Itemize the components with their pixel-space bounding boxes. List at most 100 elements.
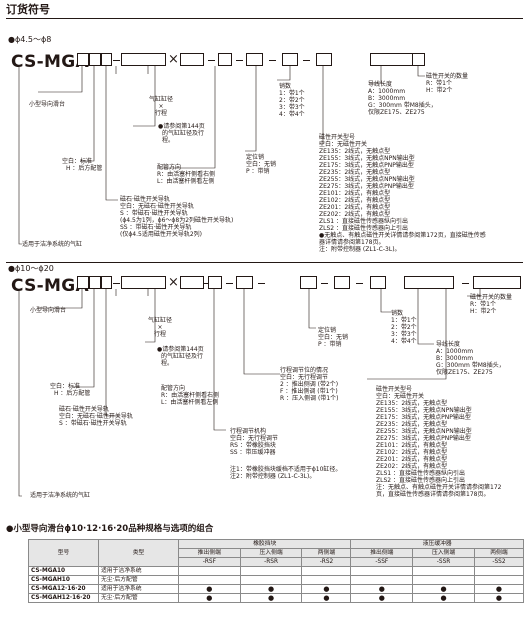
dash xyxy=(113,60,120,62)
dash xyxy=(269,60,276,62)
code-box-pin-2 xyxy=(300,276,317,289)
dash xyxy=(462,283,469,285)
cell-mark: ● xyxy=(178,584,241,594)
table-row: CS-MGAH12·16·20 无尘·后方配管 ● ● ● ● ● ● xyxy=(28,593,525,603)
cell-model: CS-MGAH10 xyxy=(28,575,99,585)
cell-mark xyxy=(350,566,414,576)
clean-label-2: 适用于洁净系统的气缸 xyxy=(30,492,91,499)
cell-mark xyxy=(350,575,414,585)
title-divider xyxy=(6,18,523,20)
dash xyxy=(236,60,243,62)
stroke-note-1: ●请参阅第144页的气缸缸径及行程。 xyxy=(158,123,205,144)
cell-mark xyxy=(178,575,241,585)
dash xyxy=(203,283,210,285)
slide-label-2: 小型导向滑台 xyxy=(30,307,67,314)
code-box-adjust-2 xyxy=(236,276,253,289)
clean-label-1: 适用于洁净系统的气缸 xyxy=(22,241,83,248)
code-box-rail-1 xyxy=(89,53,101,66)
section-divider xyxy=(6,262,523,263)
cell-mark xyxy=(178,566,241,576)
cell-mark: ● xyxy=(473,584,525,594)
cell-mark xyxy=(412,575,475,585)
code-box-blank-1 xyxy=(316,53,332,66)
cell-mark: ● xyxy=(350,593,414,603)
cell-model: CS-MGAH12·16·20 xyxy=(28,593,99,603)
cell-type: 适用于洁净系统 xyxy=(98,566,179,576)
cell-mark: ● xyxy=(412,593,475,603)
cell-mark: ● xyxy=(350,584,414,594)
code-box-port-1 xyxy=(101,53,112,66)
cell-type: 无尘·后方配管 xyxy=(98,593,179,603)
stroke-label-1: 气缸缸径×行程 xyxy=(149,96,174,117)
cell-mark: ● xyxy=(239,593,303,603)
code-box-switch-1 xyxy=(282,53,298,66)
cell-model: CS-MGA10 xyxy=(28,566,99,576)
code-box-blank-2 xyxy=(334,276,350,289)
th-sub: 压入侧端 xyxy=(239,548,303,558)
cell-mark xyxy=(239,575,303,585)
th-code: -SS2 xyxy=(473,557,525,567)
dash xyxy=(113,283,120,285)
option-combination-table: 型号 类型 橡胶挡块 液压缓冲器 推出侧端 压入侧端 两侧端 推出侧端 压入侧端… xyxy=(28,539,525,603)
table-row: CS-MGA10 适用于洁净系统 xyxy=(28,566,525,576)
dash xyxy=(226,283,233,285)
cell-mark xyxy=(239,566,303,576)
th-rubber: 橡胶挡块 xyxy=(177,539,352,549)
dash xyxy=(303,60,310,62)
cell-mark xyxy=(473,575,525,585)
mech-note-2: 注1：带橡胶挡块缓档不适用于ϕ10缸径。注2：附带控制器 (ZL1-C-3L)。 xyxy=(230,466,342,480)
th-code: -RSR xyxy=(239,557,303,567)
table-title: ●小型导向滑台ϕ10·12·16·20品种规格与选项的组合 xyxy=(6,524,214,534)
code-box-qty-2 xyxy=(370,276,386,289)
code-box-rail-2 xyxy=(89,276,101,289)
stroke-label-2: 气缸缸径×行程 xyxy=(148,317,173,338)
th-sub: 两侧端 xyxy=(473,548,525,558)
code-box-stroke-1 xyxy=(180,53,204,66)
page-title: 订货符号 xyxy=(6,3,50,16)
cell-mark xyxy=(473,566,525,576)
th-code: -SSR xyxy=(412,557,475,567)
code-box-switch-2 xyxy=(404,276,454,289)
code-box-config-2 xyxy=(77,276,89,289)
th-sub: 两侧端 xyxy=(301,548,352,558)
dash xyxy=(321,283,328,285)
code-box-config-1 xyxy=(77,53,89,66)
th-sub: 推出侧端 xyxy=(350,548,414,558)
dash xyxy=(356,283,363,285)
range-heading-2: ●ϕ10～ϕ20 xyxy=(8,264,54,273)
cell-mark: ● xyxy=(301,584,352,594)
x-mark: × xyxy=(168,52,179,67)
code-box-bore-stroke-2 xyxy=(121,276,166,289)
code-box-lead-2 xyxy=(473,276,521,289)
cell-mark xyxy=(412,566,475,576)
code-box-qty-1 xyxy=(246,53,263,66)
th-shock: 液压缓冲器 xyxy=(350,539,524,549)
cell-type: 无尘·后方配管 xyxy=(98,575,179,585)
cell-model: CS-MGA12·16·20 xyxy=(28,584,99,594)
slide-label-1: 小型导向滑台 xyxy=(29,101,66,108)
cell-mark: ● xyxy=(239,584,303,594)
code-box-port-2 xyxy=(101,276,112,289)
code-box-swqty-1 xyxy=(412,53,425,66)
dash xyxy=(208,60,215,62)
cell-mark xyxy=(301,575,352,585)
cell-mark xyxy=(301,566,352,576)
code-box-mech-2 xyxy=(208,276,222,289)
th-code: -RS2 xyxy=(301,557,352,567)
th-type: 类型 xyxy=(98,539,179,567)
